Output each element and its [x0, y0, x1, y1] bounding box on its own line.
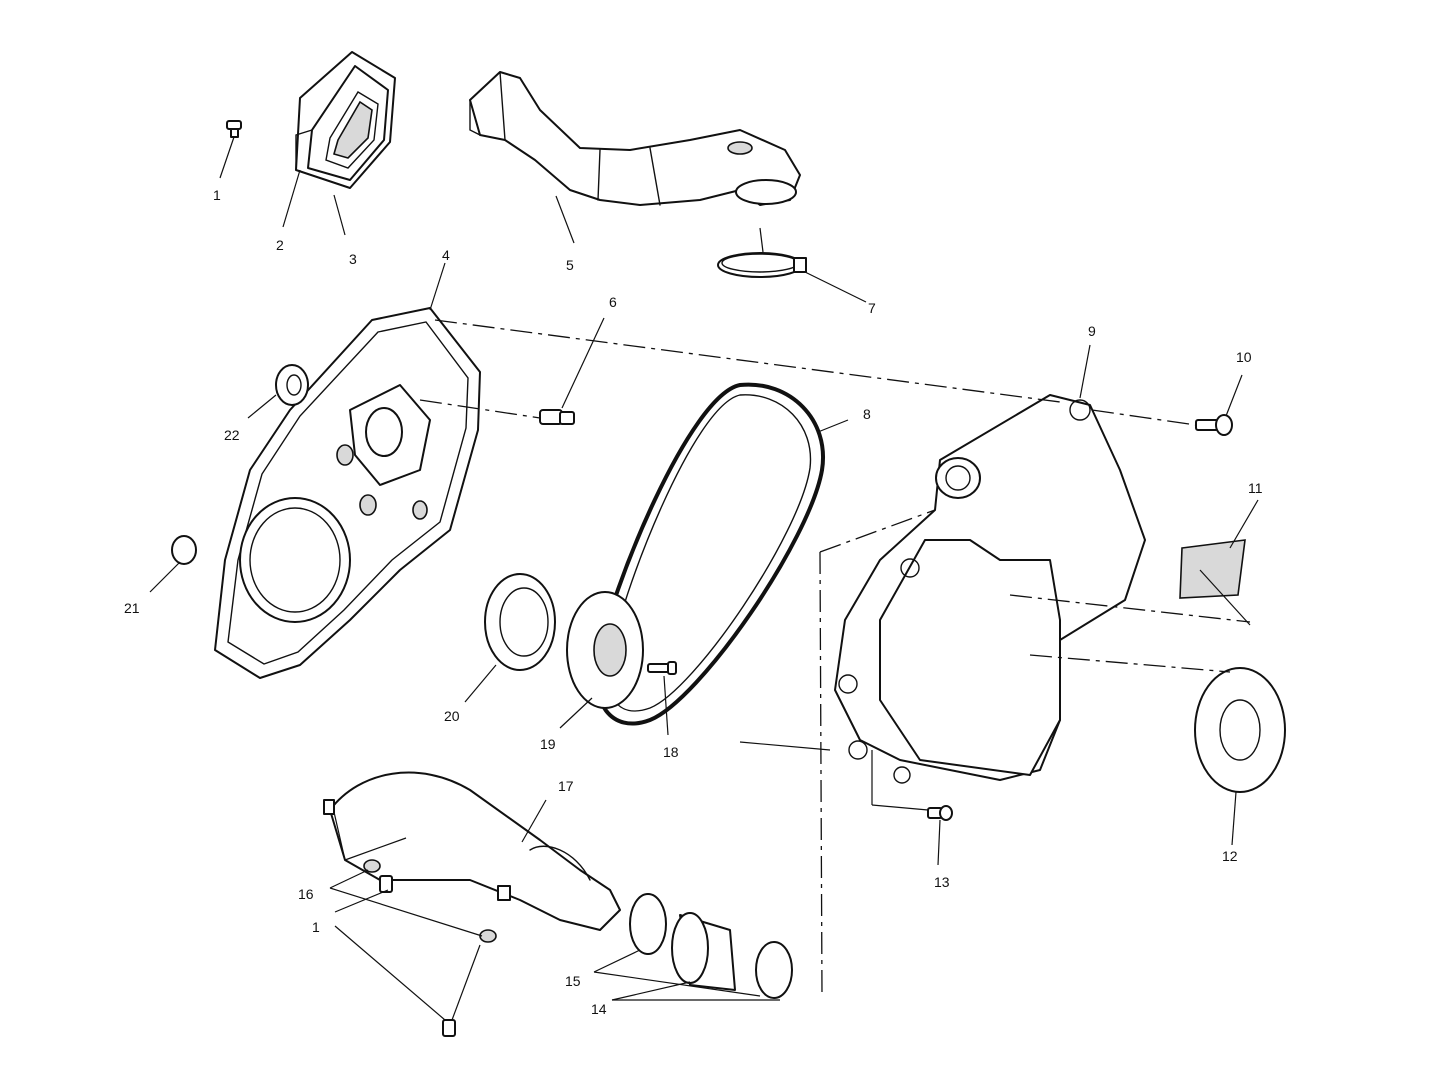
callout-20: 20	[444, 708, 460, 724]
part-seal-ring	[484, 573, 556, 671]
part-plate	[566, 591, 644, 709]
part-hose-clamp	[717, 252, 807, 278]
callout-1-top: 1	[213, 187, 221, 203]
part-outer-clutch-cover	[834, 394, 1146, 784]
part-grommet	[275, 364, 309, 406]
callout-11: 11	[1248, 480, 1263, 496]
callout-6: 6	[609, 294, 617, 310]
part-outlet-duct	[323, 771, 621, 931]
callout-22: 22	[224, 427, 240, 443]
part-washers	[363, 859, 497, 943]
callout-10: 10	[1236, 349, 1252, 365]
callout-3: 3	[349, 251, 357, 267]
callout-21: 21	[124, 600, 140, 616]
callout-7: 7	[868, 300, 876, 316]
callout-15: 15	[565, 973, 581, 989]
callout-1-bottom: 1	[312, 919, 320, 935]
part-screw-18	[647, 661, 677, 675]
part-gasket-ring	[1194, 667, 1286, 793]
part-drive-belt	[594, 382, 826, 726]
callout-5: 5	[566, 257, 574, 273]
callout-13: 13	[934, 874, 950, 890]
part-plug	[171, 535, 197, 565]
callout-14: 14	[591, 1001, 607, 1017]
part-screws-bottom	[379, 875, 456, 1037]
leader-lines	[149, 136, 1259, 1021]
callout-16: 16	[298, 886, 314, 902]
part-decal	[1179, 539, 1246, 599]
part-screw-10	[1195, 414, 1233, 436]
callout-4: 4	[442, 247, 450, 263]
callout-8: 8	[863, 406, 871, 422]
callout-19: 19	[540, 736, 556, 752]
part-intake-duct	[469, 71, 801, 206]
callout-18: 18	[663, 744, 679, 760]
callout-2: 2	[276, 237, 284, 253]
part-duct-clamps	[629, 893, 793, 999]
callout-12: 12	[1222, 848, 1238, 864]
part-screw-top	[226, 120, 242, 138]
assembly-lines	[419, 319, 1251, 996]
callout-9: 9	[1088, 323, 1096, 339]
part-inner-clutch-cover	[214, 307, 481, 679]
part-coupler	[671, 912, 736, 991]
callout-labels: 1 2 3 4 5 6 7 8 9 10 11 12 13 14 15 16 1…	[124, 187, 1263, 1017]
callout-17: 17	[558, 778, 574, 794]
part-bolt-6	[539, 409, 575, 425]
part-intake-boot	[295, 51, 396, 189]
part-screw-13	[927, 805, 953, 821]
